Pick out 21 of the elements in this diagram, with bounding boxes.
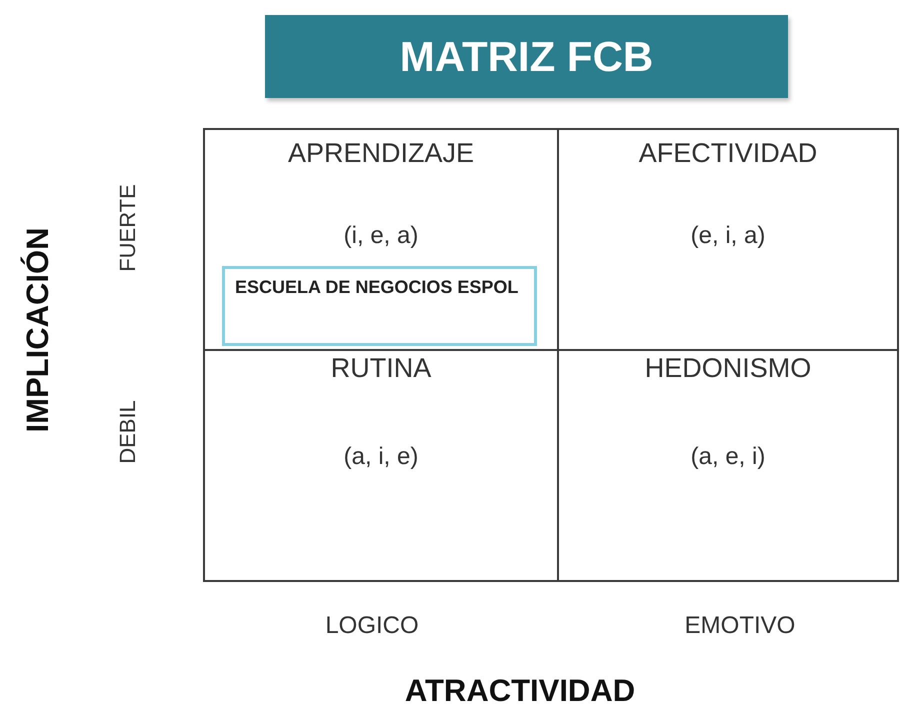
quadrant-formula: (i, e, a) (342, 222, 420, 250)
quadrant-title: APRENDIZAJE (286, 138, 476, 169)
quadrant-box (557, 349, 899, 582)
note-box (222, 266, 537, 346)
axis-title: ATRACTIVIDAD (404, 673, 636, 709)
quadrant-formula: (e, i, a) (690, 222, 766, 250)
title-banner: MATRIZ FCB (265, 15, 788, 98)
axis-category-label: EMOTIVO (684, 612, 796, 640)
quadrant-title: HEDONISMO (644, 353, 812, 384)
quadrant-box (203, 128, 559, 351)
axis-level-label: DEBIL (115, 400, 141, 464)
note-text: ESCUELA DE NEGOCIOS ESPOL (235, 276, 520, 299)
axis-title: IMPLICACIÓN (20, 228, 56, 432)
quadrant-title: AFECTIVIDAD (638, 138, 818, 169)
axis-category-label: LOGICO (325, 612, 419, 640)
quadrant-formula: (a, e, i) (690, 443, 766, 471)
quadrant-formula: (a, i, e) (342, 443, 420, 471)
quadrant-box (557, 128, 899, 351)
quadrant-box (203, 349, 559, 582)
quadrant-title: RUTINA (330, 353, 432, 384)
axis-level-label: FUERTE (115, 184, 141, 272)
